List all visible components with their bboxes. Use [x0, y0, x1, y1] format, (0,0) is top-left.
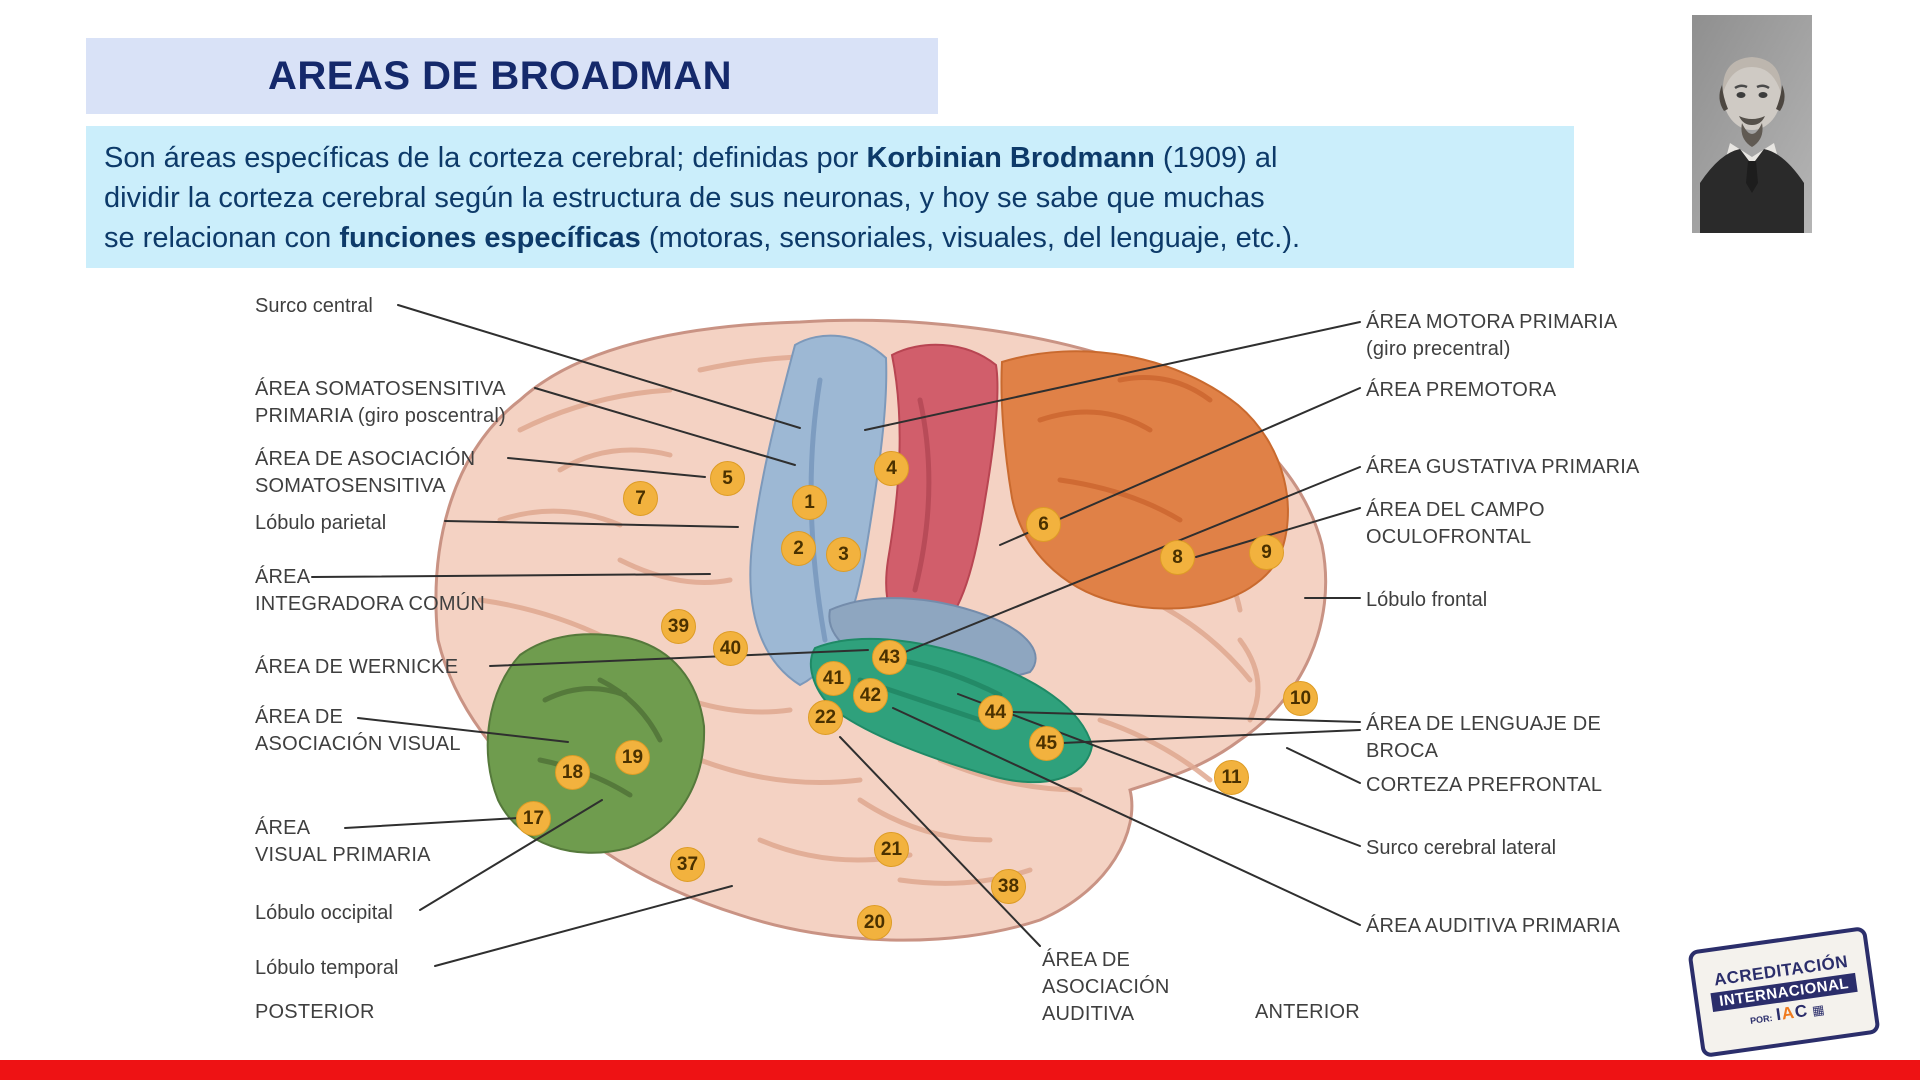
intro-line-2: dividir la corteza cerebral según la est…	[104, 182, 1265, 214]
accreditation-stamp: ACREDITACIÓN INTERNACIONAL POR: IAC ▦	[1687, 925, 1881, 1058]
area-badge-4: 4	[874, 451, 909, 486]
label-area-visual-primaria: ÁREA VISUAL PRIMARIA	[255, 817, 431, 866]
gyri-texture	[477, 354, 1261, 886]
area-badge-2: 2	[781, 531, 816, 566]
bottom-red-bar	[0, 1060, 1920, 1080]
area-badge-37: 37	[670, 847, 705, 882]
label-corteza-prefrontal: CORTEZA PREFRONTAL	[1366, 774, 1603, 796]
area-badge-10: 10	[1283, 681, 1318, 716]
label-posterior: POSTERIOR	[255, 1001, 375, 1023]
label-lobulo-frontal: Lóbulo frontal	[1366, 589, 1488, 611]
area-badge-44: 44	[978, 695, 1013, 730]
area-badge-5: 5	[710, 461, 745, 496]
intro-line-3: se relacionan con funciones específicas …	[104, 222, 1301, 254]
area-badge-20: 20	[857, 905, 892, 940]
area-badge-9: 9	[1249, 535, 1284, 570]
label-area-lenguaje-broca: ÁREA DE LENGUAJE DE BROCA	[1366, 713, 1601, 762]
area-badge-3: 3	[826, 537, 861, 572]
region-supramarginal-slate	[828, 597, 1037, 681]
page-title: AREAS DE BROADMAN	[268, 53, 733, 98]
area-badge-41: 41	[816, 661, 851, 696]
area-badge-6: 6	[1026, 507, 1061, 542]
area-badge-1: 1	[792, 485, 827, 520]
intro-text-box: Son áreas específicas de la corteza cere…	[86, 126, 1574, 268]
area-badge-18: 18	[555, 755, 590, 790]
label-area-motora-primaria: ÁREA MOTORA PRIMARIA (giro precentral)	[1366, 311, 1618, 360]
label-lobulo-temporal: Lóbulo temporal	[255, 957, 399, 979]
qr-icon: ▦	[1811, 1001, 1826, 1018]
label-area-de-wernicke: ÁREA DE WERNICKE	[255, 656, 459, 678]
area-badge-8: 8	[1160, 540, 1195, 575]
label-area-asociacion-somatosensitiva: ÁREA DE ASOCIACIÓN SOMATOSENSITIVA	[255, 448, 476, 497]
area-badge-17: 17	[516, 801, 551, 836]
stamp-por-label: POR:	[1749, 1012, 1774, 1026]
region-precentral-red	[885, 343, 999, 647]
slide-title-bar: AREAS DE BROADMAN	[86, 38, 938, 114]
area-badge-45: 45	[1029, 726, 1064, 761]
portrait-graphic	[1692, 15, 1812, 233]
area-badge-11: 11	[1214, 760, 1249, 795]
stamp-org-iac: IAC	[1774, 1000, 1810, 1024]
label-anterior: ANTERIOR	[1255, 1001, 1360, 1023]
label-area-gustativa-primaria: ÁREA GUSTATIVA PRIMARIA	[1366, 456, 1640, 478]
label-area-auditiva-primaria: ÁREA AUDITIVA PRIMARIA	[1366, 915, 1621, 937]
label-area-campo-oculofrontal: ÁREA DEL CAMPO OCULOFRONTAL	[1366, 499, 1545, 548]
intro-line-1: Son áreas específicas de la corteza cere…	[104, 142, 1278, 174]
area-badge-39: 39	[661, 609, 696, 644]
label-surco-central: Surco central	[255, 295, 373, 317]
area-badge-19: 19	[615, 740, 650, 775]
region-frontal-orange	[1000, 350, 1289, 610]
brodmann-portrait-photo	[1692, 15, 1812, 233]
area-badge-7: 7	[623, 481, 658, 516]
frontal-gyri	[1037, 375, 1213, 523]
label-area-somatosensitiva-primaria: ÁREA SOMATOSENSITIVA PRIMARIA (giro posc…	[255, 378, 506, 427]
label-lobulo-parietal: Lóbulo parietal	[255, 512, 387, 534]
area-badge-42: 42	[853, 678, 888, 713]
label-area-premotora: ÁREA PREMOTORA	[1366, 379, 1557, 401]
label-area-asociacion-auditiva: ÁREA DE ASOCIACIÓN AUDITIVA	[1042, 949, 1170, 1025]
area-badge-21: 21	[874, 832, 909, 867]
area-badge-38: 38	[991, 869, 1026, 904]
label-area-asociacion-visual: ÁREA DE ASOCIACIÓN VISUAL	[255, 706, 461, 755]
label-lobulo-occipital: Lóbulo occipital	[255, 902, 393, 924]
label-area-integradora-comun: ÁREA INTEGRADORA COMÚN	[255, 566, 486, 615]
area-badge-43: 43	[872, 640, 907, 675]
label-surco-cerebral-lateral: Surco cerebral lateral	[1366, 837, 1557, 859]
area-badge-40: 40	[713, 631, 748, 666]
area-badge-22: 22	[808, 700, 843, 735]
